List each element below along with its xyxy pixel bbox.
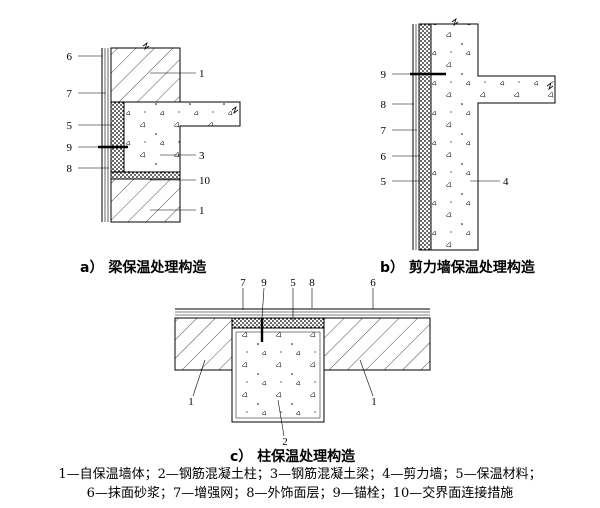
callout-9: 9 — [381, 69, 387, 81]
callout-7: 7 — [240, 277, 246, 289]
self-insulation-wall-right — [323, 317, 431, 371]
callout-1-left: 1 — [188, 396, 194, 408]
shear-wall-concrete — [430, 23, 556, 251]
break-mark — [451, 17, 459, 27]
callout-8: 8 — [309, 277, 315, 289]
self-insulation-wall-lower — [110, 178, 181, 223]
figure-c-column: 7 9 5 8 6 1 1 2 — [174, 277, 431, 448]
figure-a-beam: 6 7 5 9 8 1 3 10 1 — [67, 41, 241, 223]
callout-1-top: 1 — [199, 68, 205, 80]
callout-8: 8 — [381, 99, 387, 111]
self-insulation-wall-upper — [110, 47, 181, 103]
caption-c: c） 柱保温处理构造 — [230, 448, 355, 465]
column-inner-line — [235, 331, 321, 419]
callout-5: 5 — [290, 277, 296, 289]
insulation-material — [418, 23, 432, 251]
insulation-material — [110, 101, 125, 173]
concrete-beam — [123, 101, 241, 173]
callout-3: 3 — [199, 150, 205, 162]
interface-connection — [110, 171, 181, 180]
leader-lines — [78, 55, 196, 211]
callout-5: 5 — [381, 176, 387, 188]
self-insulation-wall-left — [174, 317, 233, 371]
caption-a: a） 梁保温处理构造 — [80, 259, 206, 276]
callout-1-right: 1 — [371, 396, 377, 408]
callout-6: 6 — [381, 151, 387, 163]
leader-lines — [392, 73, 500, 182]
legend-line-2: 6—抹面砂浆；7—增强网；8—外饰面层；9—锚栓；10—交界面连接措施 — [86, 486, 514, 501]
callout-9: 9 — [67, 142, 73, 154]
break-mark — [142, 41, 150, 51]
callout-7: 7 — [381, 125, 387, 137]
callout-1-bottom: 1 — [199, 205, 205, 217]
callout-6: 6 — [67, 51, 73, 63]
callout-4: 4 — [503, 176, 509, 188]
callout-8: 8 — [67, 163, 73, 175]
figure-b-shear-wall: 9 8 7 6 5 4 — [381, 17, 556, 251]
callout-6: 6 — [370, 277, 376, 289]
callout-10: 10 — [199, 175, 211, 187]
callout-2: 2 — [282, 436, 288, 448]
legend-line-1: 1—自保温墙体；2—钢筋混凝土柱；3—钢筋混凝土梁；4—剪力墙；5—保温材料； — [58, 467, 542, 482]
break-mark — [546, 81, 554, 91]
callout-5: 5 — [67, 120, 73, 132]
insulation-material — [231, 317, 325, 329]
callout-9: 9 — [261, 277, 267, 289]
leader-lines — [192, 287, 374, 437]
concrete-column — [231, 327, 325, 423]
break-mark — [231, 105, 239, 115]
caption-b: b） 剪力墙保温处理构造 — [380, 259, 535, 276]
callout-7: 7 — [67, 88, 73, 100]
